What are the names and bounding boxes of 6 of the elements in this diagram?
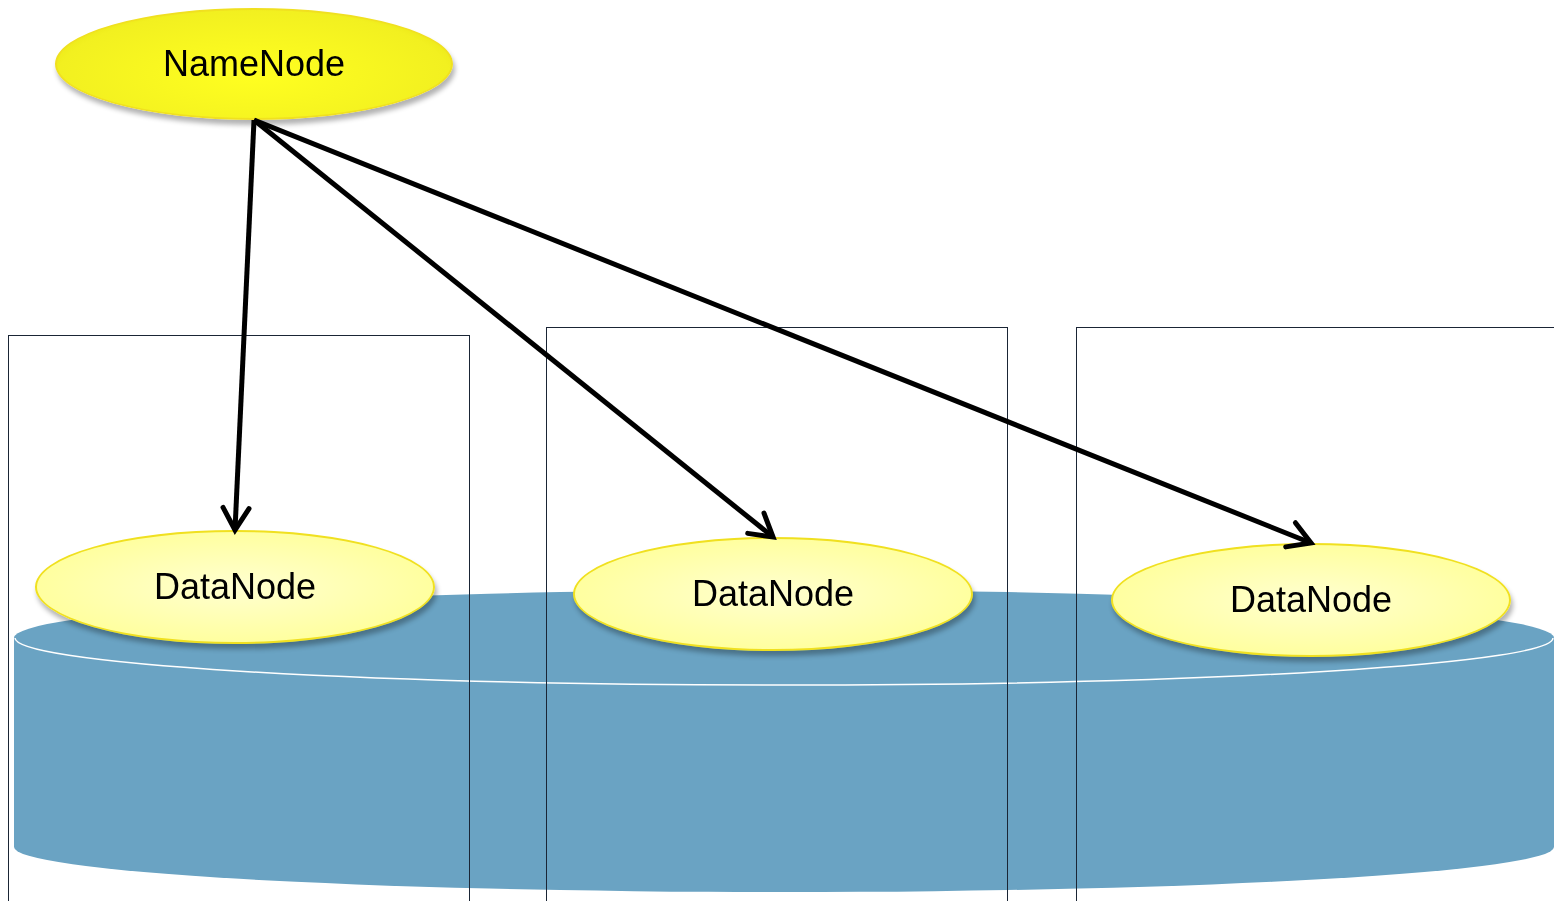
arrow — [220, 119, 257, 533]
node-label: DataNode — [153, 566, 317, 608]
node-label: DataNode — [691, 573, 855, 615]
node-label: DataNode — [1229, 579, 1393, 621]
arrow — [253, 117, 1314, 550]
node-label: NameNode — [162, 43, 346, 85]
